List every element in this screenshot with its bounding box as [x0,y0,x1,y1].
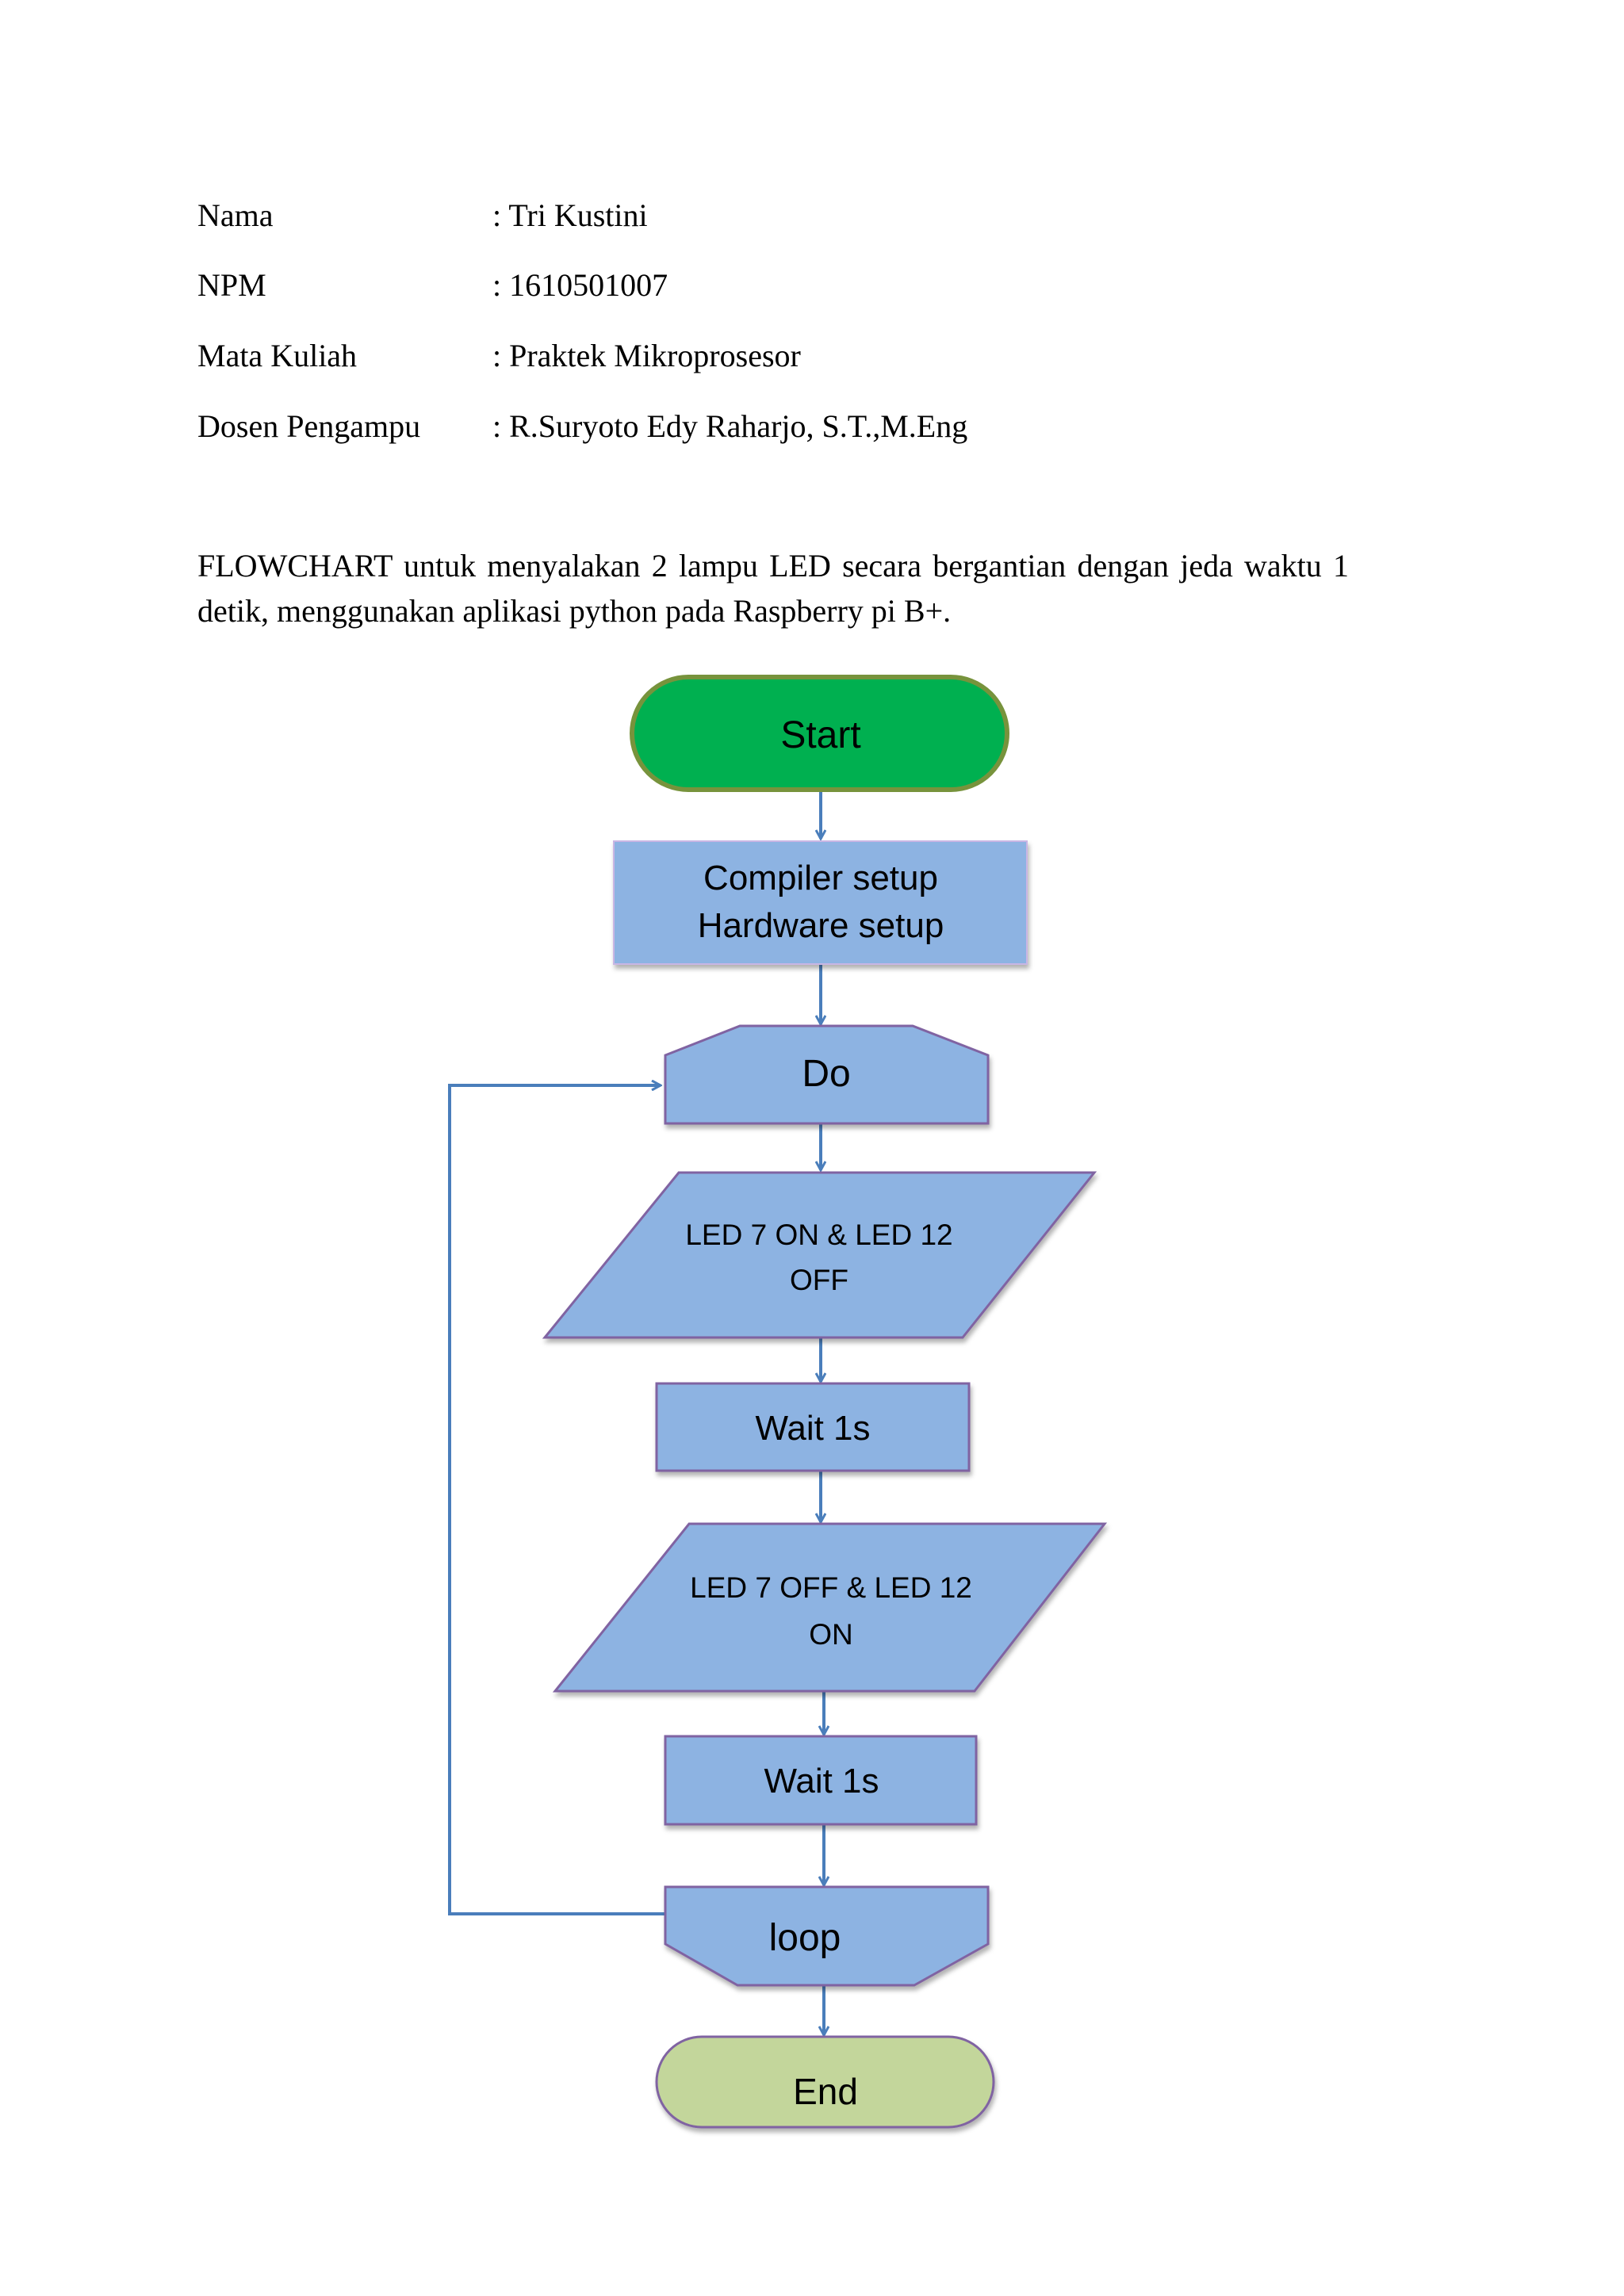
step2-label-line1: LED 7 OFF & LED 12 [690,1571,972,1604]
step1-io-shape [542,1171,1097,1339]
arrow-loop-back-to-do [448,1085,665,1915]
info-value: : R.Suryoto Edy Raharjo, S.T.,M.Eng [492,408,968,444]
loop-end-shape [664,1885,990,1987]
end-label: End [793,2071,858,2112]
info-label: NPM [197,267,266,303]
step2-io-shape [552,1522,1108,1693]
loop-label: loop [769,1917,841,1959]
step1-label-line2: OFF [790,1264,848,1296]
end-terminator [655,2035,995,2129]
start-label: Start [780,714,860,756]
info-value: : Tri Kustini [492,197,648,233]
wait1-label: Wait 1s [755,1409,870,1448]
wait1-process-box [655,1382,971,1472]
info-value: : Praktek Mikroprosesor [492,338,801,373]
start-terminator [630,675,1009,792]
step1-label-line1: LED 7 ON & LED 12 [685,1219,952,1251]
do-loop-start-shape [664,1024,990,1125]
wait2-label: Wait 1s [764,1762,879,1800]
setup-label-line1: Compiler setup [703,859,938,897]
step2-label-line2: ON [809,1618,853,1651]
wait2-process-box [664,1735,978,1826]
info-label: Dosen Pengampu [197,408,421,444]
description-paragraph: FLOWCHART untuk menyalakan 2 lampu LED s… [197,548,1349,629]
info-label: Mata Kuliah [197,338,358,373]
info-label: Nama [197,197,274,233]
do-label: Do [802,1053,850,1095]
setup-process-box [613,840,1028,965]
setup-label-line2: Hardware setup [698,906,944,945]
info-value: : 1610501007 [492,267,668,303]
flow-arrows [448,790,824,2035]
